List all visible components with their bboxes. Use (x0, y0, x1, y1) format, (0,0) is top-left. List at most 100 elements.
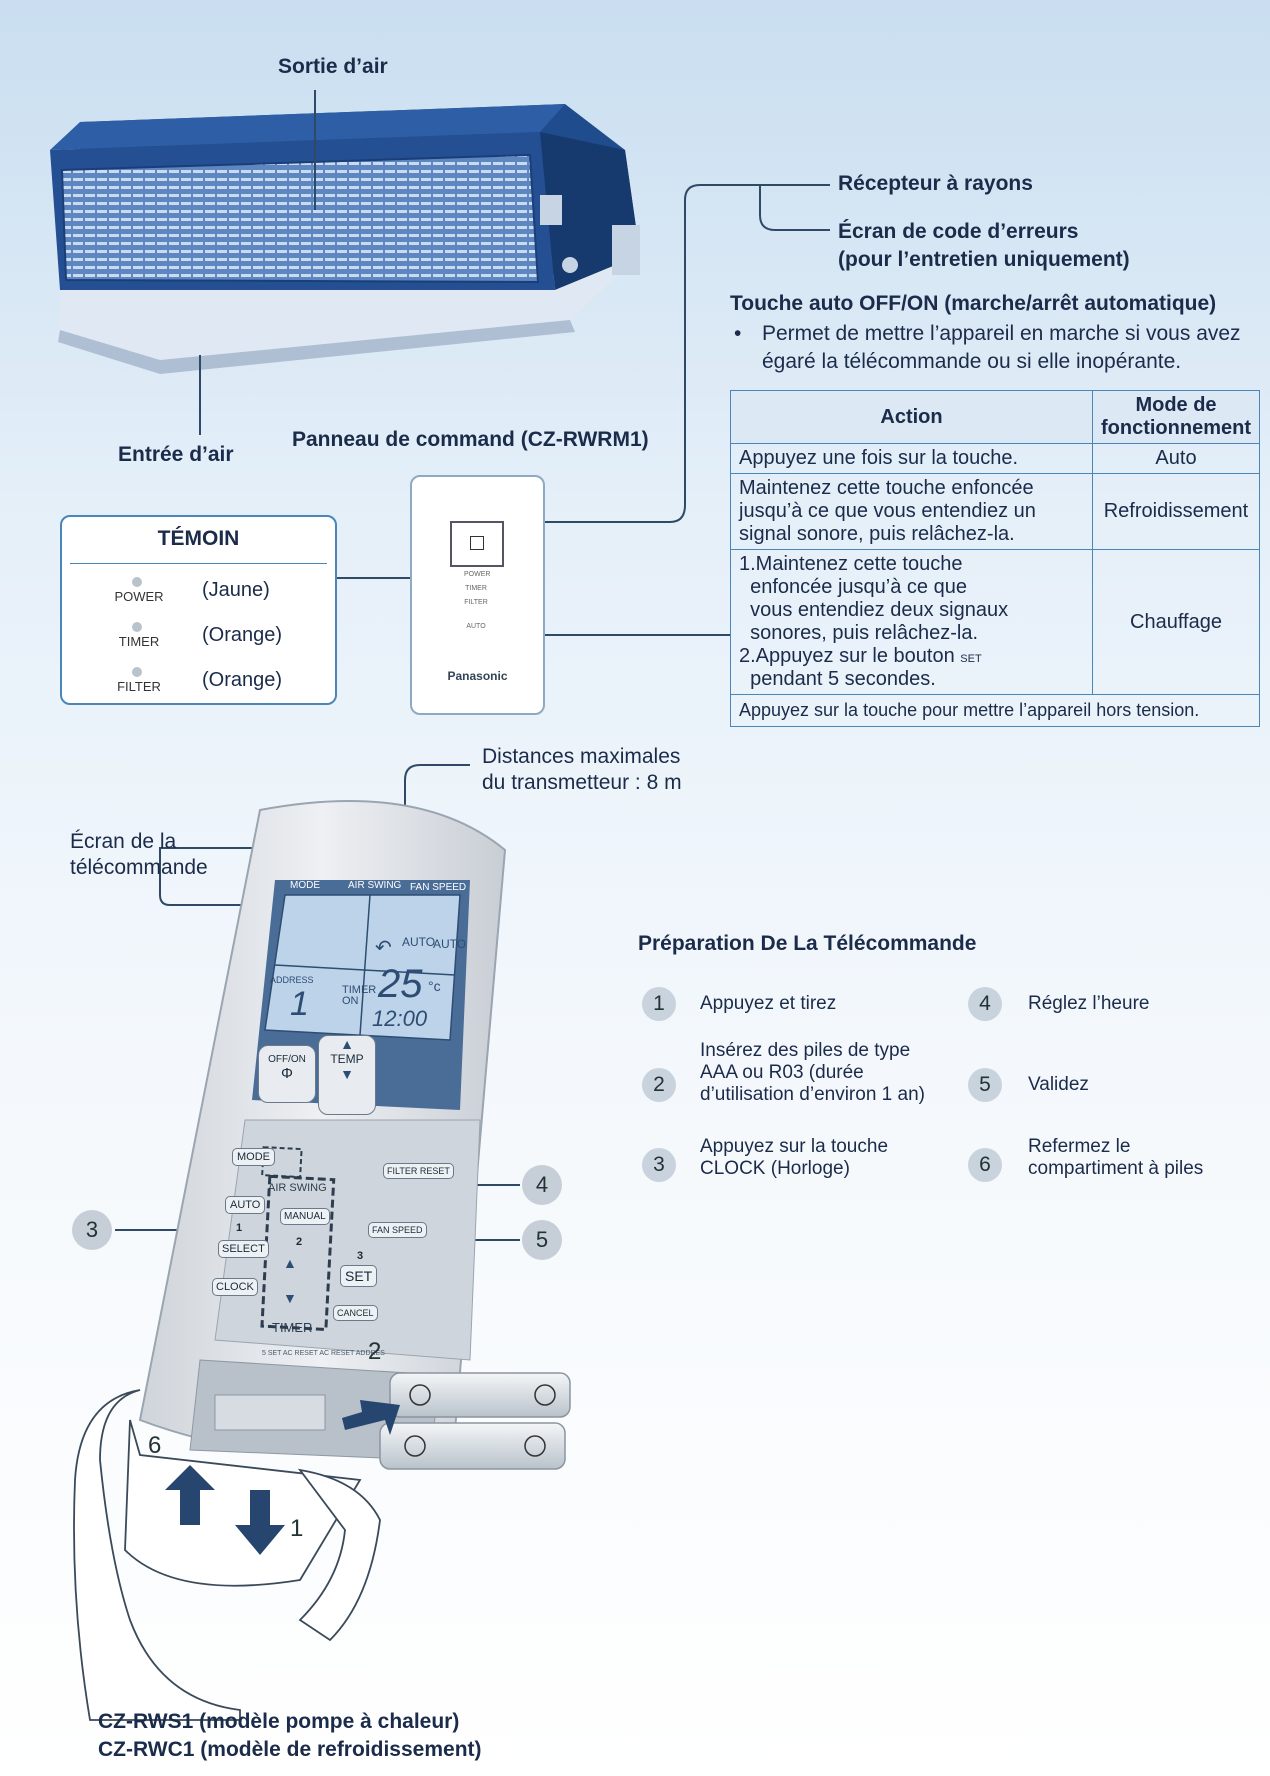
step-line: d’utilisation d’environ 1 an) (700, 1084, 925, 1105)
error-screen-label-2: (pour l’entretien uniquement) (838, 248, 1130, 271)
status-row-color: (Orange) (202, 669, 283, 691)
remote-auto-1: AUTO (402, 935, 436, 949)
step-line: CLOCK (Horloge) (700, 1158, 850, 1179)
callout-2: 2 (368, 1338, 382, 1365)
timer-label: TIMER (272, 1320, 313, 1335)
auto-key-desc-1: Permet de mettre l’appareil en marche si… (762, 322, 1241, 345)
temp-down-icon[interactable]: ▼ (340, 1066, 354, 1082)
auto-key-title: Touche auto OFF/ON (marche/arrêt automat… (730, 292, 1217, 315)
status-row-color: (Orange) (202, 624, 283, 646)
panel-indicator-filter: FILTER (464, 599, 488, 606)
clock-button[interactable]: CLOCK (212, 1278, 258, 1296)
step-number: 6 (968, 1148, 1002, 1182)
fan-speed-button[interactable]: FAN SPEED (368, 1222, 427, 1238)
table-header-row: Action Mode de fonctionnement (730, 390, 1260, 444)
step-4-text: Réglez l’heure (1028, 993, 1149, 1015)
remote-auto-2: AUTO (433, 937, 467, 951)
step-line: Réglez l’heure (1028, 993, 1150, 1014)
step-number: 4 (968, 987, 1002, 1021)
air-inlet-label: Entrée d’air (118, 443, 234, 466)
row3-line: pendant 5 secondes. (750, 668, 936, 690)
header-mode-2: fonctionnement (1101, 417, 1251, 439)
callout-6: 6 (148, 1432, 162, 1459)
panel-indicator-power: POWER (464, 571, 491, 578)
row3-line: 1.Maintenez cette touche (739, 553, 963, 575)
row2-line: jusqu’à ce que vous entendiez un (739, 500, 1036, 522)
temp-up-icon[interactable]: ▲ (340, 1036, 354, 1052)
transmitter-label-2: du transmetteur : 8 m (482, 771, 682, 794)
step-line: Validez (1028, 1074, 1089, 1095)
time-down-icon[interactable]: ▼ (283, 1290, 297, 1306)
remote-tab-fan-speed: FAN SPEED (410, 882, 467, 893)
row3-line: vous entendiez deux signaux (750, 599, 1009, 621)
air-swing-label: AIR SWING (268, 1182, 327, 1194)
status-indicator-box: TÉMOIN POWER (Jaune) TIMER (Orange) FILT… (60, 515, 337, 705)
model-label-1: CZ-RWS1 (modèle pompe à chaleur) (98, 1710, 460, 1733)
row3-mode: Chauffage (1092, 549, 1260, 695)
status-row-filter: FILTER (Orange) (62, 665, 335, 705)
filter-reset-button[interactable]: FILTER RESET (383, 1163, 454, 1179)
row1-action: Appuyez une fois sur la touche. (730, 443, 1093, 474)
remote-address-value: 1 (290, 985, 309, 1023)
step-line: AAA ou R03 (durée (700, 1062, 864, 1083)
arrows (165, 1465, 285, 1555)
row3-line: enfoncée jusqu’à ce que (750, 576, 967, 598)
step-line: Insérez des piles de type (700, 1040, 911, 1061)
remote-temp-unit: °c (428, 978, 441, 994)
receiver-label: Récepteur à rayons (838, 172, 1033, 195)
temp-label: TEMP (330, 1052, 364, 1066)
control-panel: POWER TIMER FILTER AUTO Panasonic (410, 475, 545, 715)
select-button[interactable]: SELECT (218, 1240, 269, 1258)
step-number: 2 (642, 1068, 676, 1102)
error-screen-label-1: Écran de code d’erreurs (838, 220, 1079, 243)
panel-title: Panneau de command (CZ-RWRM1) (292, 428, 649, 451)
set-mark: SET (960, 653, 982, 665)
row2-mode: Refroidissement (1092, 473, 1260, 550)
divider (70, 563, 327, 564)
cancel-button[interactable]: CANCEL (333, 1305, 378, 1321)
model-label-2: CZ-RWC1 (modèle de refroidissement) (98, 1738, 482, 1761)
power-icon: Φ (281, 1065, 293, 1082)
remote-bottom-row: 5 SET AC RESET AC RESET ADDRES (262, 1350, 385, 1357)
panel-indicator-timer: TIMER (465, 585, 487, 592)
remote-control (138, 800, 507, 1461)
step-number: 1 (642, 987, 676, 1021)
callout-4: 4 (522, 1165, 562, 1205)
step-line: Refermez le (1028, 1136, 1131, 1157)
offon-button[interactable]: OFF/ON Φ (258, 1045, 316, 1103)
panel-indicator-auto: AUTO (466, 623, 486, 630)
status-row-name: POWER (114, 589, 164, 604)
step-line: Appuyez sur la touche (700, 1136, 889, 1157)
led-icon (132, 577, 142, 587)
led-icon (132, 622, 142, 632)
status-row-name: TIMER (118, 634, 160, 649)
temp-button[interactable]: ▲ TEMP ▼ (318, 1035, 376, 1115)
step-number: 3 (642, 1148, 676, 1182)
remote-screen-label-2: télécommande (70, 856, 208, 879)
time-up-icon[interactable]: ▲ (283, 1255, 297, 1271)
callout-5: 5 (522, 1220, 562, 1260)
hands (73, 1389, 381, 1721)
auto-button[interactable]: AUTO (225, 1196, 266, 1214)
set-button[interactable]: SET (340, 1265, 378, 1287)
remote-timer-on: TIMER ON (342, 984, 377, 1007)
remote-screen-label-1: Écran de la (70, 830, 177, 853)
manual-button[interactable]: MANUAL (280, 1208, 330, 1225)
step-1-text: Appuyez et tirez (700, 993, 836, 1015)
indoor-unit (50, 104, 640, 374)
row3-line: sonores, puis relâchez-la. (750, 622, 979, 644)
transmitter-label-1: Distances maximales (482, 745, 681, 768)
table-row: 1.Maintenez cette touche enfoncée jusqu’… (730, 549, 1260, 695)
receiver-window (450, 521, 504, 567)
status-row-power: POWER (Jaune) (62, 575, 335, 615)
mode-button[interactable]: MODE (232, 1148, 275, 1166)
table-row: Appuyez une fois sur la touche. Auto (730, 443, 1260, 474)
step-num-3: 3 (357, 1250, 364, 1262)
status-row-name: FILTER (117, 679, 161, 694)
header-mode-1: Mode de (1135, 394, 1217, 416)
remote-time: 12:00 (372, 1006, 428, 1031)
status-row-timer: TIMER (Orange) (62, 620, 335, 660)
step-5-text: Validez (1028, 1074, 1089, 1096)
status-box-title: TÉMOIN (157, 527, 240, 550)
remote-tab-air-swing: AIR SWING (348, 880, 402, 891)
